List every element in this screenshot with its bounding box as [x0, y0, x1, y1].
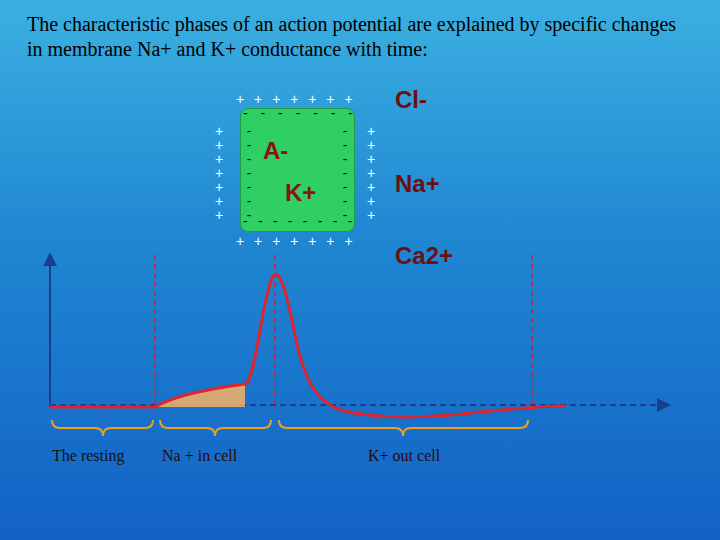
charge-column: + + + + + + +	[366, 124, 376, 222]
charge-row: - - - - - - -	[243, 106, 357, 120]
charge-row: - - - - - - - -	[243, 214, 356, 228]
charge-row: + + + + + + +	[236, 234, 356, 248]
ion-label: A-	[263, 137, 288, 165]
charge-column: - - - - - - -	[340, 124, 350, 222]
depolarization-area	[155, 384, 245, 407]
phase-label: The resting	[52, 446, 124, 465]
ion-label: K+	[285, 179, 316, 207]
ion-label: Ca2+	[395, 242, 453, 271]
ion-label: Na+	[395, 170, 440, 199]
charge-column: + + + + + + +	[214, 124, 224, 222]
y-axis	[49, 255, 51, 407]
ion-label: Cl-	[395, 86, 427, 115]
potential-curve	[50, 274, 565, 417]
charge-row: + + + + + + +	[236, 92, 356, 106]
charge-column: - - - - - - -	[244, 124, 254, 222]
phase-label: Na + in cell	[162, 446, 237, 465]
slide-title: The characteristic phases of an action p…	[27, 12, 677, 62]
phase-label: K+ out cell	[368, 446, 440, 465]
phase-braces	[52, 420, 528, 436]
phase-dividers	[155, 255, 532, 410]
